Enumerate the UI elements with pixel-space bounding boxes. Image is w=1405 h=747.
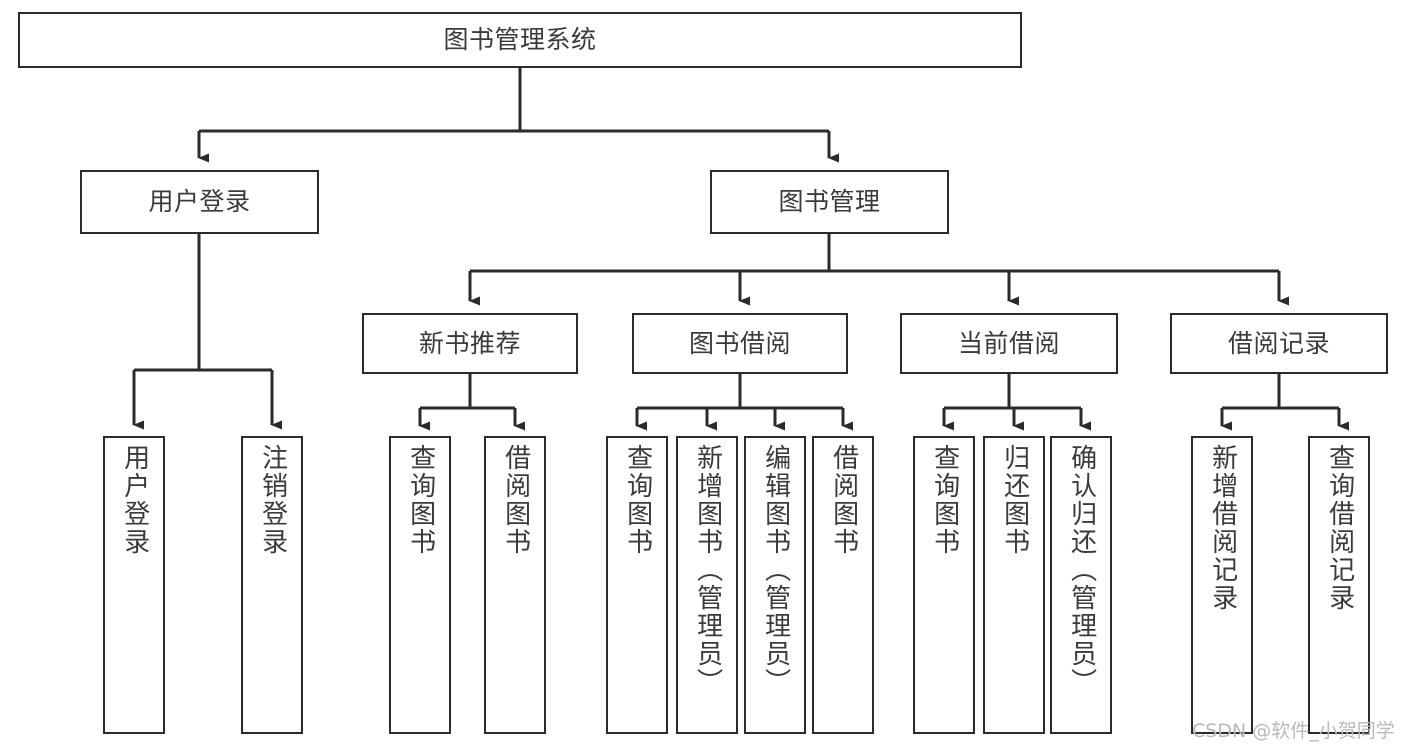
node-label: 新增图书（管理员） — [692, 444, 723, 696]
node-label: 借阅图书 — [500, 444, 531, 556]
node-label: 查询图书 — [405, 444, 436, 556]
node-root-book-management-system[interactable]: 图书管理系统 — [18, 12, 1022, 68]
node-label: 当前借阅 — [957, 328, 1060, 358]
new-book-recommend-to-leaves-connectors — [418, 374, 525, 431]
node-leaf-borrow-book[interactable]: 借阅图书 — [812, 436, 874, 734]
node-book-borrow[interactable]: 图书借阅 — [632, 313, 848, 374]
node-label: 确认归还（管理员） — [1066, 444, 1097, 696]
node-leaf-query-book-current[interactable]: 查询图书 — [913, 436, 975, 734]
node-leaf-edit-book-admin[interactable]: 编辑图书（管理员） — [744, 436, 806, 734]
node-leaf-borrow-book-recommend[interactable]: 借阅图书 — [484, 436, 546, 734]
node-label: 图书管理 — [778, 187, 881, 216]
node-leaf-logout[interactable]: 注销登录 — [241, 436, 303, 734]
current-borrow-to-leaves-connectors — [942, 374, 1091, 431]
node-leaf-query-borrow-record[interactable]: 查询借阅记录 — [1308, 436, 1370, 734]
node-label: 编辑图书（管理员） — [760, 444, 791, 696]
node-label: 用户登录 — [148, 187, 251, 216]
node-leaf-confirm-return-admin[interactable]: 确认归还（管理员） — [1050, 436, 1112, 734]
node-label: 查询图书 — [929, 444, 960, 556]
node-leaf-return-book[interactable]: 归还图书 — [983, 436, 1045, 734]
node-leaf-add-borrow-record[interactable]: 新增借阅记录 — [1191, 436, 1253, 734]
node-label: 新书推荐 — [418, 328, 521, 358]
node-label: 查询借阅记录 — [1324, 444, 1355, 612]
node-label: 注销登录 — [257, 444, 288, 556]
node-leaf-add-book-admin[interactable]: 新增图书（管理员） — [676, 436, 738, 734]
book-borrow-to-leaves-connectors — [635, 374, 853, 431]
node-book-management[interactable]: 图书管理 — [710, 170, 949, 234]
book-manage-to-level3-connectors — [468, 234, 1289, 306]
node-current-borrow[interactable]: 当前借阅 — [900, 313, 1118, 374]
node-new-book-recommend[interactable]: 新书推荐 — [362, 313, 578, 374]
node-label: 借阅记录 — [1227, 328, 1330, 358]
node-label: 归还图书 — [999, 444, 1030, 556]
node-label: 新增借阅记录 — [1207, 444, 1238, 612]
node-label: 用户登录 — [119, 444, 150, 556]
node-leaf-query-book-recommend[interactable]: 查询图书 — [389, 436, 451, 734]
node-leaf-query-book-borrow[interactable]: 查询图书 — [606, 436, 668, 734]
node-user-login[interactable]: 用户登录 — [80, 170, 319, 234]
borrow-record-to-leaves-connectors — [1220, 374, 1349, 431]
node-leaf-user-login[interactable]: 用户登录 — [103, 436, 165, 734]
node-label: 借阅图书 — [828, 444, 859, 556]
root-to-level2-connectors — [197, 68, 839, 163]
user-login-to-leaves-connectors — [132, 234, 282, 430]
node-borrow-record[interactable]: 借阅记录 — [1170, 313, 1388, 374]
node-label: 查询图书 — [622, 444, 653, 556]
node-label: 图书借阅 — [688, 328, 791, 358]
node-label: 图书管理系统 — [443, 25, 597, 54]
